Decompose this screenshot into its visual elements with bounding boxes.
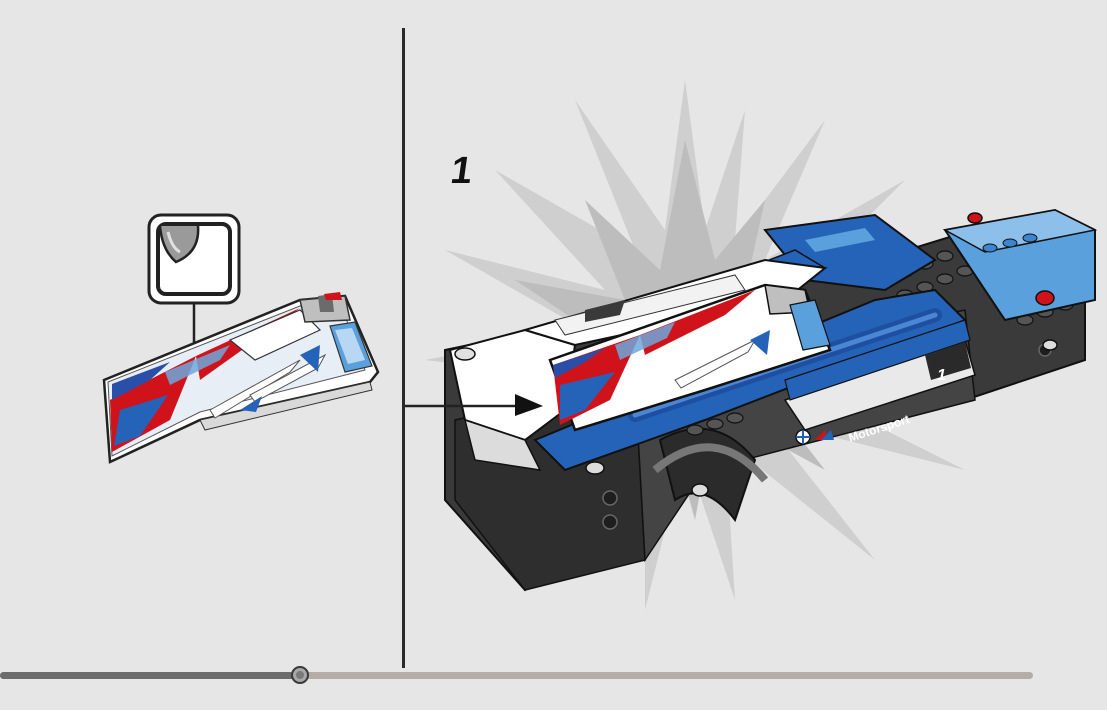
progress-slider-handle[interactable] — [291, 666, 309, 684]
wing-panel-illustration — [0, 0, 402, 668]
progress-track[interactable] — [0, 672, 1033, 679]
main-assembly-panel: 1 — [405, 0, 1107, 668]
wing-panel-piece — [104, 292, 378, 462]
progress-fill — [0, 672, 300, 679]
race-number: 1 — [937, 367, 946, 384]
car-assembly-illustration: Motorsport 1 — [405, 0, 1107, 668]
callout-panel — [0, 0, 402, 668]
sticker-icon — [149, 215, 239, 303]
